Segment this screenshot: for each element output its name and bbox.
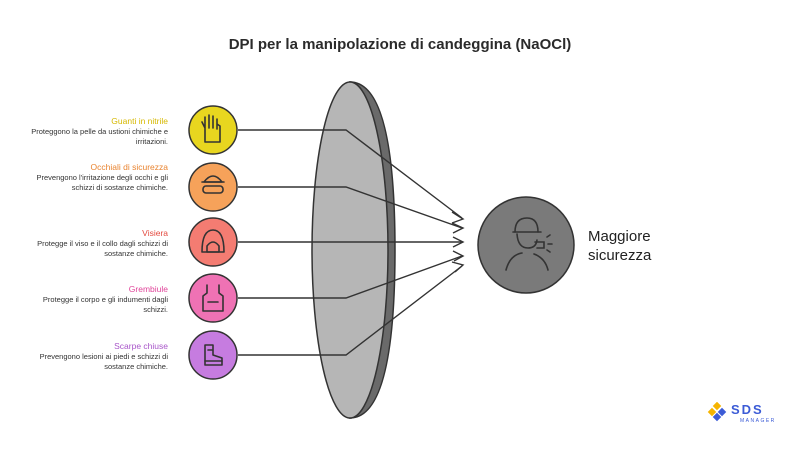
circle-guanti xyxy=(188,105,238,155)
item-title-occhiali: Occhiali di sicurezza xyxy=(90,162,168,172)
item-desc-scarpe: Prevengono lesioni ai piedi e schizzi di… xyxy=(39,352,168,371)
outcome-label: Maggiore sicurezza xyxy=(588,227,651,265)
item-desc-grembiule: Protegge il corpo e gli indumenti dagli … xyxy=(42,295,168,314)
sds-logo-icon xyxy=(707,402,727,422)
item-title-scarpe: Scarpe chiuse xyxy=(114,341,168,351)
safety-goggles-icon xyxy=(201,175,225,194)
logo-text: SDS xyxy=(731,402,764,417)
arrowheads xyxy=(451,211,465,273)
connector-lines xyxy=(238,129,463,356)
circle-grembiule xyxy=(188,273,238,323)
glove-icon xyxy=(201,114,221,143)
outcome-line-2: sicurezza xyxy=(588,247,652,264)
boot-icon xyxy=(204,344,223,366)
logo-subtext: MANAGER xyxy=(740,418,776,424)
item-desc-occhiali: Prevengono l'irritazione degli occhi e g… xyxy=(36,173,168,192)
face-shield-icon xyxy=(201,229,225,253)
item-desc-visiera: Protegge il viso e il collo dagli schizz… xyxy=(37,239,168,258)
diagram-title: DPI per la manipolazione di candeggina (… xyxy=(228,36,572,53)
item-title-visiera: Visiera xyxy=(142,228,168,238)
item-desc-guanti: Proteggono la pelle da ustioni chimiche … xyxy=(31,127,168,146)
lens-shape xyxy=(311,81,396,419)
outcome-line-1: Maggiore xyxy=(588,228,651,245)
item-title-grembiule: Grembiule xyxy=(128,284,168,294)
apron-icon xyxy=(202,284,224,312)
outcome-circle xyxy=(477,196,575,294)
item-title-guanti: Guanti in nitrile xyxy=(111,116,168,126)
circle-occhiali xyxy=(188,162,238,212)
worker-whistle-icon xyxy=(505,217,553,271)
